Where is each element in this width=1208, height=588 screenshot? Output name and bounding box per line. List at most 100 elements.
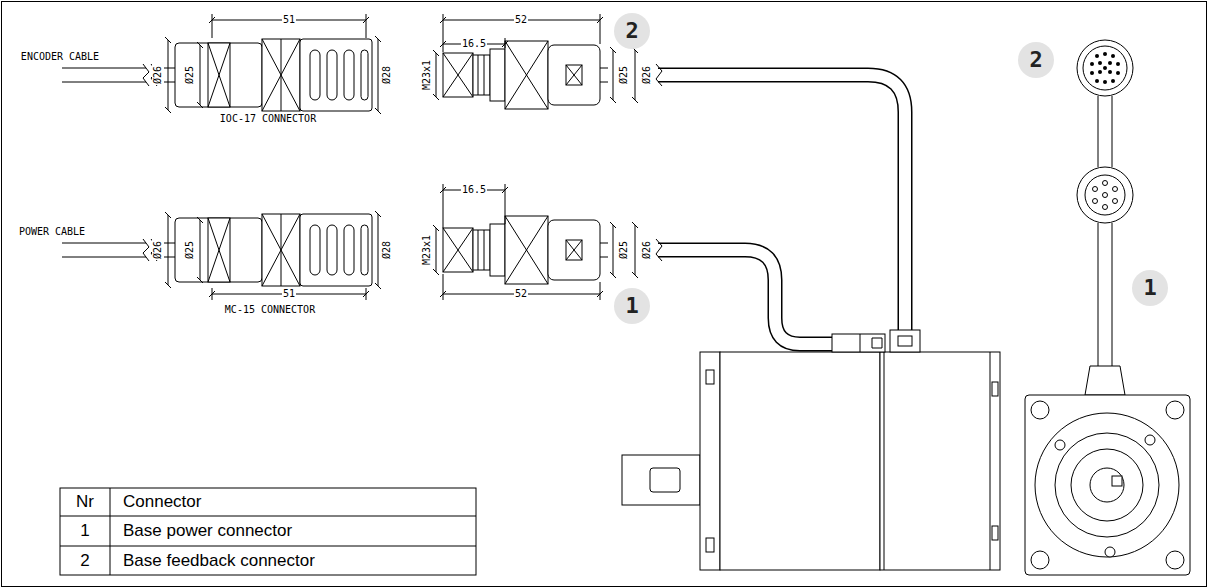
table-header: Connector	[122, 492, 202, 512]
motor-side-view-part	[700, 352, 720, 570]
motor-front-view-part	[1031, 401, 1049, 419]
motor-front-view-part-part	[1111, 79, 1115, 83]
motor-front-view-part	[1166, 551, 1184, 569]
motor-front-view-part-part	[1095, 79, 1099, 83]
table-header: Nr	[75, 492, 95, 512]
table-grid	[60, 488, 476, 575]
encoder-connector-pair-part	[62, 39, 372, 111]
dimension-lines-part	[209, 14, 369, 38]
motor-side-view-part	[860, 334, 882, 352]
dimension-text: 51	[282, 288, 296, 300]
motor-front-view-part-part	[1098, 70, 1102, 74]
dimension-lines-part	[440, 14, 603, 52]
table-grid-part	[60, 488, 476, 575]
motor-side-view-part	[898, 336, 912, 346]
motor-front-view-part-part	[1116, 62, 1120, 66]
connector-name: IOC-17 CONNECTOR	[219, 113, 317, 125]
callout-circle: 2	[1018, 42, 1054, 78]
connector-name: MC-15 CONNECTOR	[224, 304, 316, 316]
motor-front-view-part	[1090, 468, 1124, 502]
motor-front-view-part	[1083, 46, 1127, 90]
power-connector-pair-part	[443, 216, 608, 284]
motor-front-view-part	[1103, 181, 1108, 186]
cables	[656, 64, 905, 344]
dimension-text: 51	[282, 14, 296, 26]
dimension-text: 16.5	[461, 184, 487, 196]
motor-front-view-part	[1035, 413, 1179, 557]
motor-front-view-part	[1071, 449, 1143, 521]
motor-front-view-part	[1145, 435, 1155, 445]
cable-note: POWER CABLE	[18, 226, 86, 238]
motor-side-view-part	[650, 468, 680, 492]
motor-side-view-part	[706, 538, 714, 552]
motor-front-view-part	[1098, 96, 1112, 366]
motor-side-view-part	[992, 526, 998, 540]
motor-front-view-part	[1025, 395, 1190, 575]
motor-front-view-part-part	[1116, 71, 1120, 75]
cables-part	[658, 250, 834, 344]
power-connector-pair-part	[165, 211, 638, 289]
motor-front-view-part-part	[1103, 52, 1107, 56]
encoder-connector-pair-part	[165, 36, 638, 114]
motor-side-view-part	[884, 352, 990, 570]
motor-front-view	[1025, 40, 1190, 575]
motor-front-view-part	[1085, 366, 1125, 395]
dimension-text: Ø26	[152, 240, 164, 260]
dimension-lines	[209, 14, 603, 300]
table-cell: Base feedback connector	[122, 551, 316, 571]
dimension-lines-part	[209, 288, 369, 300]
motor-front-view-part	[1077, 167, 1133, 223]
callout-circle: 1	[614, 288, 650, 324]
motor-front-view-part	[1055, 433, 1159, 537]
motor-side-view-part	[832, 334, 885, 352]
motor-front-view-part-part	[1090, 71, 1094, 75]
motor-front-view-part	[1031, 551, 1049, 569]
callout-number: 1	[1143, 276, 1156, 300]
motor-front-view-part-part	[1111, 54, 1115, 58]
motor-front-view-part	[1090, 52, 1120, 84]
dimension-text: Ø28	[381, 240, 393, 260]
motor-front-view-part-part	[1090, 62, 1094, 66]
dimension-lines-part	[440, 184, 508, 228]
motor-front-view-part	[1055, 440, 1065, 450]
motor-front-view-part	[1112, 476, 1122, 486]
dimension-text: Ø25	[184, 65, 196, 85]
motor-front-view-part-part	[1108, 61, 1112, 65]
motor-front-view-part	[1103, 193, 1108, 198]
dimension-text: 52	[514, 288, 528, 300]
motor-front-view-part-part	[1095, 54, 1099, 58]
dimension-text: Ø28	[381, 65, 393, 85]
callout-number: 1	[625, 294, 638, 318]
motor-front-view-part	[1113, 199, 1118, 204]
motor-front-view-part	[1093, 187, 1098, 192]
table-cell: Base power connector	[122, 521, 293, 541]
motor-side-view-part	[720, 352, 880, 570]
dimension-text: Ø25	[618, 240, 630, 260]
power-connector-pair	[62, 211, 638, 289]
motor-front-view-part	[1103, 205, 1108, 210]
motor-front-view-part	[1105, 547, 1115, 557]
motor-side-view-part	[992, 382, 998, 396]
motor-front-view-part	[1166, 401, 1184, 419]
motor-side-view-part	[622, 455, 700, 505]
dimension-text: M23x1	[421, 234, 433, 266]
motor-front-view-part	[1085, 175, 1125, 215]
power-connector-pair-part	[62, 214, 372, 286]
motor-side-view-part	[890, 330, 920, 352]
table-cell: 1	[79, 521, 90, 541]
motor-front-view-part-part	[1108, 70, 1112, 74]
dimension-text: Ø26	[152, 65, 164, 85]
table-grid-part	[60, 488, 476, 575]
callout-circle: 1	[1132, 270, 1168, 306]
dimension-text: M23x1	[421, 59, 433, 91]
cables-part	[656, 64, 662, 261]
motor-side-view	[622, 330, 1000, 570]
dimension-text: Ø25	[618, 65, 630, 85]
callout-number: 2	[625, 19, 638, 43]
encoder-connector-pair	[62, 36, 638, 114]
dimension-text: 52	[514, 14, 528, 26]
motor-front-view-part-part	[1103, 80, 1107, 84]
callout-circle: 2	[614, 13, 650, 49]
cable-note: ENCODER CABLE	[20, 51, 100, 63]
